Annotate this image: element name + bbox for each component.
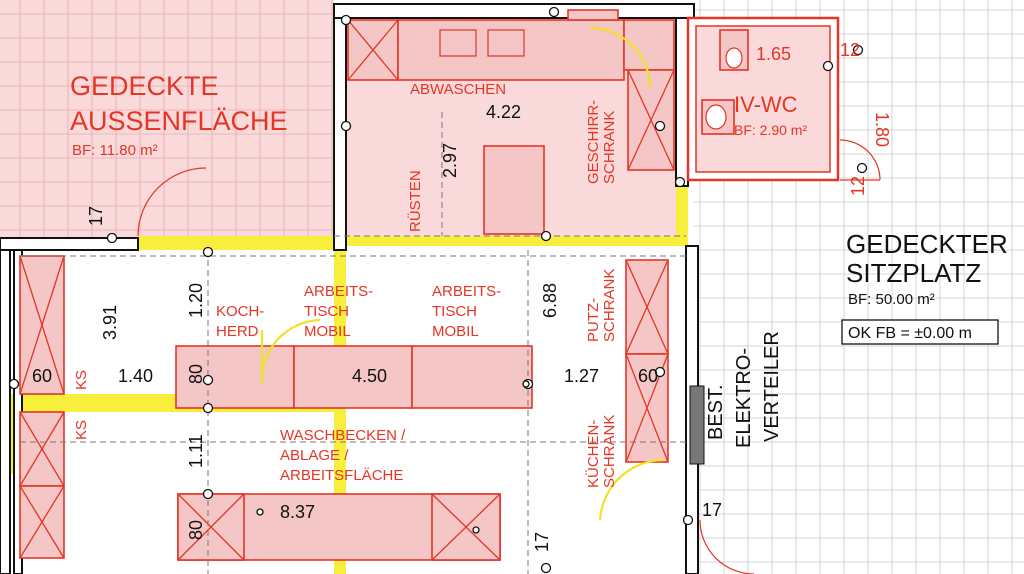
dim-12-top: 12 [840, 40, 860, 60]
dim-8-37: 8.37 [280, 502, 315, 522]
label-elektro-1: BEST. [705, 384, 727, 440]
lower-cabinets [19, 255, 669, 561]
dim-1-80: 1.80 [872, 112, 892, 147]
level-box [841, 319, 999, 345]
label-elektro-3: VERTEILER [761, 331, 783, 442]
wc-title: IV-WC [734, 92, 798, 117]
label-wasch-1: WASCHBECKEN / [280, 427, 406, 444]
label-wasch-2: ABLAGE / [280, 447, 349, 464]
seating-area: BF: 50.00 m² [848, 291, 935, 308]
dim-1-40: 1.40 [118, 366, 153, 386]
dim-80-lower: 80 [186, 520, 206, 540]
wc-area: BF: 2.90 m² [734, 122, 807, 138]
seating-title-line2: SITZPLATZ [846, 258, 981, 288]
guide-lines [20, 112, 686, 574]
terrace-area [0, 0, 334, 240]
terrace-grid [0, 0, 334, 238]
dim-1-27: 1.27 [564, 366, 599, 386]
label-koch-2: HERD [216, 323, 259, 340]
label-arbeits2-2: TISCH [432, 303, 477, 320]
label-arbeits2-3: MOBIL [432, 323, 479, 340]
label-ruesten: RÜSTEN [406, 170, 424, 232]
wc-room [686, 16, 881, 182]
terrace-area: BF: 11.80 m² [72, 142, 158, 159]
label-ks-1: KS [73, 370, 90, 390]
label-ks-2: KS [73, 420, 90, 440]
label-arbeits1-3: MOBIL [304, 323, 351, 340]
dim-1-65: 1.65 [756, 44, 791, 64]
seating-title-line1: GEDECKTER [846, 229, 1008, 259]
label-abwaschen: ABWASCHEN [410, 81, 506, 98]
doors [137, 26, 755, 574]
label-putz-1: PUTZ- [585, 298, 602, 342]
label-wasch-3: ARBEITSFLÄCHE [280, 467, 403, 484]
function-labels: ABWASCHEN RÜSTEN GESCHIRR- SCHRANK KOCH-… [73, 81, 618, 488]
dim-1-20: 1.20 [186, 283, 206, 318]
dim-17-right: 17 [702, 500, 722, 520]
elektro-label: BEST. ELEKTRO- VERTEILER [705, 331, 783, 448]
label-geschirr-1: GESCHIRR- [585, 100, 602, 184]
label-arbeits1-1: ARBEITS- [304, 283, 373, 300]
label-kuechen-1: KÜCHEN- [584, 420, 602, 488]
label-koch-1: KOCH- [216, 303, 264, 320]
dim-6-88: 6.88 [540, 283, 560, 318]
dim-12-side: 12 [848, 176, 868, 196]
label-arbeits2-1: ARBEITS- [432, 283, 501, 300]
terrace-title-line1: GEDECKTE [70, 71, 219, 101]
dim-17-bottom: 17 [532, 532, 552, 552]
dim-80-upper: 80 [186, 364, 206, 384]
dim-17-left: 17 [86, 206, 106, 226]
dim-4-50: 4.50 [352, 366, 387, 386]
label-arbeits1-2: TISCH [304, 303, 349, 320]
dimensions: 4.22 2.97 6.88 3.91 1.20 1.11 1.40 4.50 … [32, 40, 892, 552]
floor-level: OK FB = ±0.00 m [848, 325, 972, 342]
dim-4-22: 4.22 [486, 102, 521, 122]
label-putz-2: SCHRANK [601, 269, 618, 342]
dim-3-91: 3.91 [100, 305, 120, 340]
dim-2-97: 2.97 [440, 143, 460, 178]
grid-nodes [8, 6, 868, 574]
label-kuechen-2: SCHRANK [601, 415, 618, 488]
dim-60-left: 60 [32, 366, 52, 386]
label-geschirr-2: SCHRANK [601, 111, 618, 184]
upper-cabinets [347, 9, 675, 235]
electrical-panel [689, 385, 705, 465]
label-elektro-2: ELEKTRO- [733, 348, 755, 448]
terrace-title-line2: AUSSENFLÄCHE [70, 106, 288, 136]
dim-1-11: 1.11 [186, 434, 206, 468]
dim-60-right: 60 [638, 366, 658, 386]
